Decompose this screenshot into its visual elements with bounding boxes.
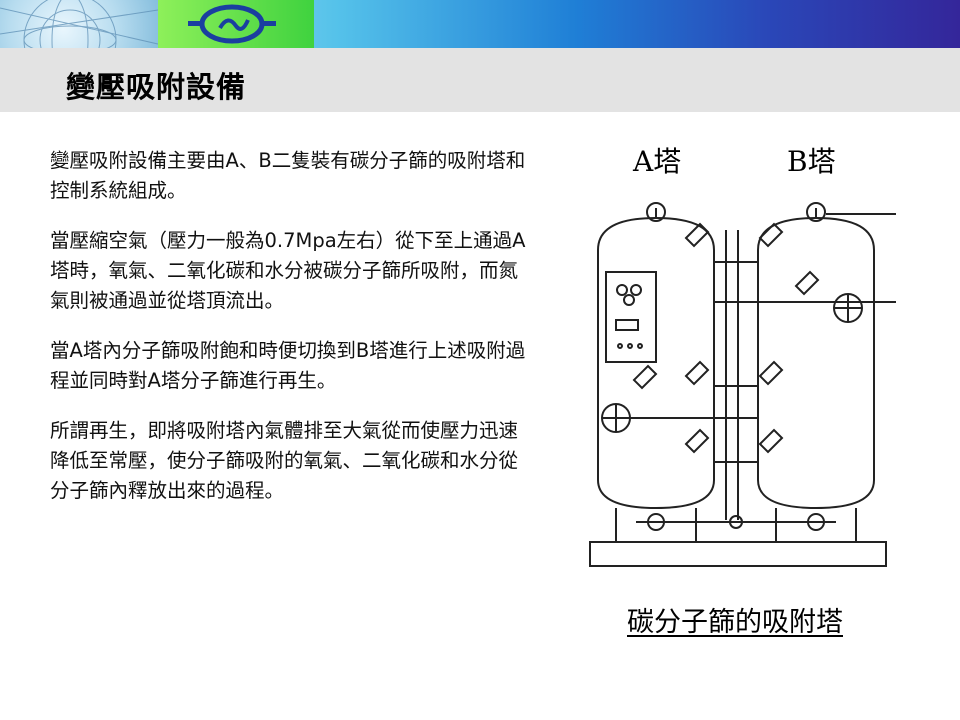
paragraph-2: 當壓縮空氣（壓力一般為0.7Mpa左右）從下至上通過A塔時，氧氣、二氧化碳和水分… — [50, 229, 526, 312]
paragraph-4: 所謂再生，即將吸附塔內氣體排至大氣從而使壓力迅速降低至常壓，使分子篩吸附的氧氣、… — [50, 419, 519, 502]
adsorption-tower-diagram — [589, 202, 896, 567]
globe-graphic — [0, 0, 158, 48]
tower-a-label: A塔 — [633, 145, 682, 178]
title-band — [0, 48, 960, 112]
tower-b-label: B塔 — [787, 145, 836, 178]
control-panel — [605, 271, 657, 363]
company-logo — [158, 0, 314, 48]
paragraph-3: 當A塔內分子篩吸附飽和時便切換到B塔進行上述吸附過程並同時對A塔分子篩進行再生。 — [50, 339, 526, 392]
body-text: 變壓吸附設備主要由A、B二隻裝有碳分子篩的吸附塔和控制系統組成。 當壓縮空氣（壓… — [50, 146, 530, 526]
page-title: 變壓吸附設備 — [66, 70, 247, 104]
base-frame — [589, 541, 887, 567]
tower-a-vessel — [597, 216, 715, 510]
figure-caption: 碳分子篩的吸附塔 — [627, 607, 843, 638]
tower-a-top-valve — [646, 202, 666, 222]
tower-b-vessel — [757, 216, 875, 510]
paragraph-1: 變壓吸附設備主要由A、B二隻裝有碳分子篩的吸附塔和控制系統組成。 — [50, 149, 526, 202]
tower-b-top-valve — [806, 202, 826, 222]
